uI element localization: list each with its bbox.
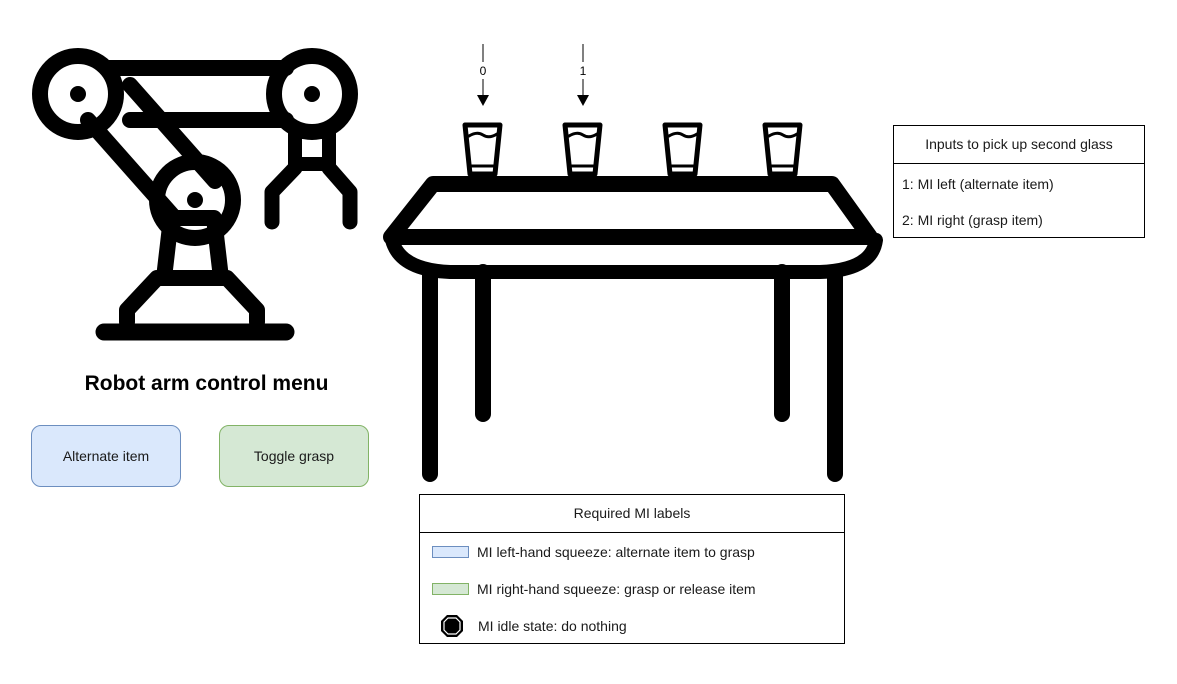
table-icon [383,176,883,482]
legend-item: MI idle state: do nothing [432,615,627,637]
legend-text: MI right-hand squeeze: grasp or release … [477,581,756,597]
inputs-box: Inputs to pick up second glass 1: MI lef… [893,125,1145,238]
legend-title: Required MI labels [420,495,844,533]
legend-item: MI right-hand squeeze: grasp or release … [432,579,756,599]
glass-icon[interactable] [662,122,703,177]
input-step: 1: MI left (alternate item) [902,176,1054,192]
arrow-label: 1 [580,64,587,78]
mi-labels-legend: Required MI labels MI left-hand squeeze:… [419,494,845,644]
green-swatch [432,583,469,595]
alternate-item-button[interactable]: Alternate item [31,425,181,487]
glass-icon[interactable] [762,122,803,177]
legend-text: MI idle state: do nothing [478,618,627,634]
stop-icon [441,615,463,637]
menu-title: Robot arm control menu [84,372,329,395]
arrow-label: 0 [480,64,487,78]
toggle-grasp-button[interactable]: Toggle grasp [219,425,369,487]
glass-icon[interactable] [462,122,503,177]
arrow-1: 1 [577,44,589,106]
legend-item: MI left-hand squeeze: alternate item to … [432,542,755,562]
arrow-0: 0 [477,44,489,106]
robot-arm-icon [32,48,358,341]
input-step: 2: MI right (grasp item) [902,212,1043,228]
legend-text: MI left-hand squeeze: alternate item to … [477,544,755,560]
blue-swatch [432,546,469,558]
inputs-box-title: Inputs to pick up second glass [894,126,1144,164]
glass-icon[interactable] [562,122,603,177]
